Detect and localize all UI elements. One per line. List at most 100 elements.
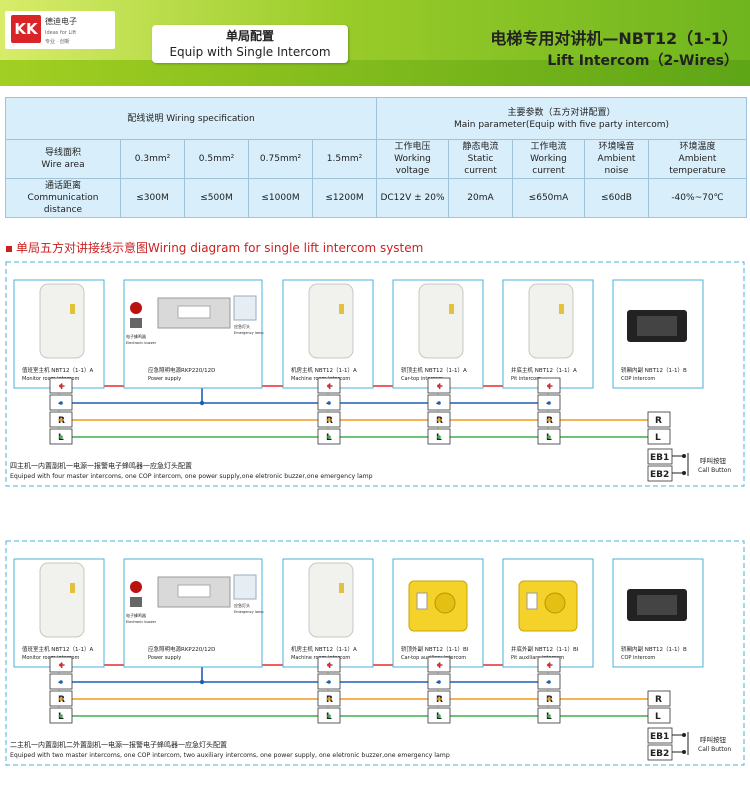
comm-dist-en: Communication distance: [27, 193, 99, 215]
call-button-en: Call Button: [698, 746, 731, 753]
main-param-title: 主要参数（五方对讲配置） Main parameter(Equip with f…: [376, 97, 747, 140]
terminal-dot: [547, 384, 551, 388]
terminal-dot: [59, 401, 63, 405]
terminal-dot: [547, 697, 551, 701]
logo-mark: KK: [11, 15, 41, 43]
device-label-cn: 机房主机 NBT12（1-1）A: [291, 645, 357, 653]
param-header-cn: 环境温度: [679, 142, 716, 152]
buzzer-label-en: Electronic buzzer: [126, 341, 157, 345]
spec-table: 配线说明 Wiring specification 主要参数（五方对讲配置） M…: [5, 97, 747, 218]
device-label-en: Pit intercom: [511, 376, 541, 382]
handset-indicator-icon: [449, 304, 454, 314]
terminal-dot: [327, 401, 331, 405]
emergency-lamp-icon: [233, 295, 257, 321]
diagram-caption-en: Equiped with two master intercoms, one C…: [10, 752, 450, 759]
lamp-label-en: Emergency lamp: [234, 331, 264, 335]
device-label-cn: 机房主机 NBT12（1-1）A: [291, 366, 357, 374]
terminal-dot: [437, 418, 441, 422]
cop-terminal-box: [647, 428, 671, 445]
terminal-dot: [547, 435, 551, 439]
terminal-dot: [59, 697, 63, 701]
cop-panel-icon: [637, 595, 677, 615]
terminal-dot: [59, 384, 63, 388]
cop-terminal-label: R: [655, 416, 662, 426]
cop-terminal-label: L: [655, 712, 661, 722]
config-tag-cn: 单局配置: [225, 29, 274, 43]
device-label-cn: 值班室主机 NBT12（1-1）A: [22, 645, 93, 653]
eb-terminal-label: EB1: [650, 453, 669, 463]
terminal-dot: [59, 663, 63, 667]
eb-terminal-label: EB1: [650, 732, 669, 742]
button-icon: [526, 592, 538, 610]
device-label-en: Power supply: [148, 376, 181, 382]
terminal-dot: [327, 435, 331, 439]
terminal-dot: [437, 680, 441, 684]
buzzer-label: 电子蜂鸣器: [126, 333, 146, 339]
area-cell: 1.5mm²: [312, 139, 377, 179]
handset-intercom-icon: [39, 283, 85, 359]
terminal-dot: [327, 384, 331, 388]
eb-terminal-label: EB2: [650, 470, 669, 480]
device-label-cn: 值班室主机 NBT12（1-1）A: [22, 366, 93, 374]
handset-indicator-icon: [339, 304, 344, 314]
buzzer-icon: [130, 302, 142, 314]
distance-cell: ≤300M: [120, 178, 185, 218]
device-label-en: COP intercom: [621, 376, 655, 382]
header-band: [0, 60, 750, 86]
device-label-en: Power supply: [148, 655, 181, 661]
header-banner: KK 德迪电子 Ideas for Lift 专业 · 创新 单局配置 Equi…: [0, 0, 750, 86]
call-button-en: Call Button: [698, 467, 731, 474]
main-param-title-cn: 主要参数（五方对讲配置）: [507, 107, 616, 118]
lamp-label-en: Emergency lamp: [234, 610, 264, 614]
diagram-frame: [5, 261, 745, 487]
junction-dot: [199, 400, 205, 406]
junction-dot: [199, 679, 205, 685]
device-label-cn: 井底主机 NBT12（1-1）A: [511, 366, 577, 374]
terminal-dot: [547, 418, 551, 422]
param-header-en: Ambient temperature: [669, 154, 726, 176]
device-label-cn: 轿顶主机 NBT12（1-1）A: [401, 366, 467, 374]
cop-panel-icon: [637, 316, 677, 336]
eb-terminal-label: EB2: [650, 749, 669, 759]
terminal-dot: [327, 697, 331, 701]
comm-dist-cn: 通话距离: [44, 181, 81, 191]
terminal-dot: [547, 663, 551, 667]
wire-area-cn: 导线面积: [44, 148, 81, 158]
cop-terminal-box: [647, 411, 671, 428]
param-header-en: Static current: [464, 154, 497, 176]
terminal-dot: [547, 714, 551, 718]
distance-cell: ≤500M: [184, 178, 249, 218]
cop-terminal-box: [647, 707, 671, 724]
terminal-dot: [59, 418, 63, 422]
handset-intercom-icon: [308, 283, 354, 359]
logo-cn: 德迪电子: [45, 17, 77, 26]
wiring-spec-title: 配线说明 Wiring specification: [5, 97, 377, 140]
param-value: 20mA: [448, 178, 513, 218]
main-param-title-en: Main parameter(Equip with five party int…: [453, 119, 670, 130]
terminal-dot: [437, 435, 441, 439]
handset-indicator-icon: [339, 583, 344, 593]
power-label-icon: [177, 584, 211, 598]
power-label-icon: [177, 305, 211, 319]
device-label-cn: 轿厢内副 NBT12（1-1）B: [621, 366, 687, 374]
cop-terminal-label: L: [655, 433, 661, 443]
terminal-dot: [437, 714, 441, 718]
buzzer-base-icon: [130, 597, 142, 607]
param-header-cn: 环境噪音: [598, 142, 635, 152]
wire-area-en: Wire area: [41, 160, 85, 170]
area-cell: 0.3mm²: [120, 139, 185, 179]
handset-intercom-icon: [308, 562, 354, 638]
comm-dist-label: 通话距离 Communication distance: [5, 178, 121, 218]
terminal-dot: [547, 401, 551, 405]
terminal-dot: [59, 680, 63, 684]
call-button-cn: 呼叫按钮: [700, 456, 727, 465]
param-value: DC12V ± 20%: [376, 178, 449, 218]
buzzer-label-en: Electronic buzzer: [126, 620, 157, 624]
param-header-en: Working voltage: [394, 154, 431, 176]
logo-en2: 专业 · 创新: [45, 39, 70, 45]
